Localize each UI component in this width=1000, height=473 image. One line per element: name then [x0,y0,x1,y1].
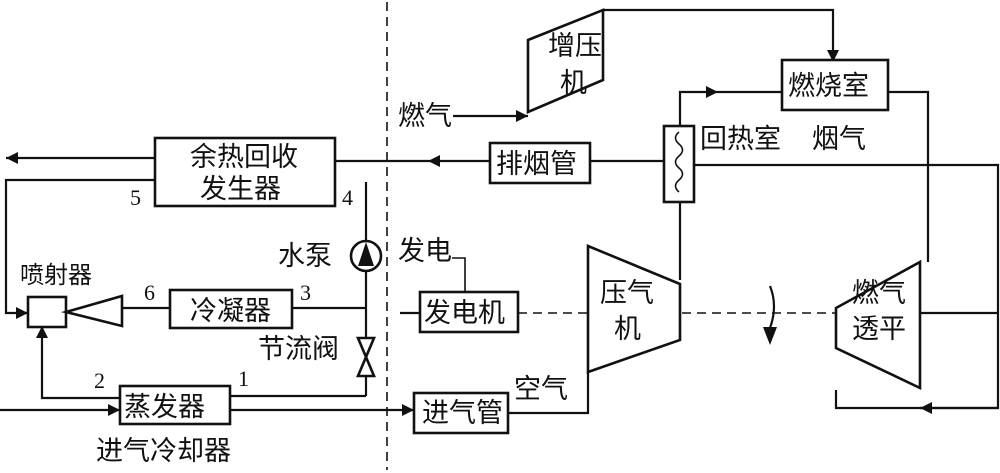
point-3: 3 [300,280,311,305]
compressor-label-2: 机 [614,314,641,345]
intake-pipe-label: 进气管 [422,398,503,429]
intake-to-compressor [508,372,590,415]
compressor-shape [586,244,682,374]
booster-to-combustor-pipe [603,8,835,60]
regenerator-label: 回热室 [700,124,781,155]
condenser-box [168,288,294,330]
compressor-label-1: 压气 [600,278,654,309]
hrsg-box [153,136,337,208]
regenerator-box [662,124,696,204]
booster-label-1: 增压 [548,31,602,62]
ejector-box [26,295,68,329]
evaporator-box [118,384,232,426]
point-1: 1 [238,366,249,391]
exhaust-pipe-box [488,141,592,185]
fuel-label: 燃气 [398,101,452,132]
arrow-up-ejector [36,326,48,338]
evaporator-to-ejector [40,326,120,400]
pump-label: 水泵 [278,241,332,272]
flue-gas-label: 烟气 [812,124,866,155]
throttle-valve-icon [356,336,376,378]
turbine-label-2: 透平 [852,314,906,345]
turbine-exhaust-pipe-frame [690,163,1000,410]
turbine-label-1: 燃气 [852,278,906,309]
power-label: 发电 [398,236,452,267]
point-4: 4 [342,185,353,210]
booster-label-2: 机 [560,68,587,99]
arrow-to-intake [402,404,414,416]
combustor-box [780,58,890,112]
rotation-arc [768,285,776,329]
generator-box [418,290,520,334]
hrsg-label-1: 余热回收 [190,142,298,173]
combustor-label: 燃烧室 [788,71,869,102]
combustor-to-turbine-pipe [888,90,930,262]
point-2: 2 [94,368,105,393]
exhaust-pipe-label: 排烟管 [496,149,577,180]
regenerator-coil-icon [674,131,684,193]
intake-pipe-box [412,391,510,435]
arrow-hrsg-out [6,152,18,164]
ejector-nozzle [60,294,124,328]
air-label: 空气 [514,374,568,405]
arrow-into-combustor [827,50,839,62]
compressed-air-pipe [678,90,782,280]
arrow-turbine-exhaust [920,402,932,414]
arrow-exhaust [428,155,440,167]
generator-label: 发电机 [424,298,505,329]
point-5: 5 [130,185,141,210]
condenser-label: 冷凝器 [190,296,271,327]
arrow-into-ejector [16,307,28,319]
evaporator-label: 蒸发器 [124,392,205,423]
arrow-compressed-air [706,86,718,98]
arrow-inlet-air [108,404,120,416]
throttle-label: 节流阀 [258,334,339,365]
point-6: 6 [144,280,155,305]
turbine-shape [834,259,922,391]
arrow-fuel [516,110,528,122]
pump-arrow-icon [358,242,374,266]
ejector-label: 喷射器 [20,261,92,289]
rotation-arrow-icon [763,327,777,345]
inlet-cooler-label: 进气冷却器 [96,436,231,467]
booster-shape [526,8,605,114]
hrsg-label-2: 发生器 [200,174,281,205]
power-wire [452,257,466,292]
